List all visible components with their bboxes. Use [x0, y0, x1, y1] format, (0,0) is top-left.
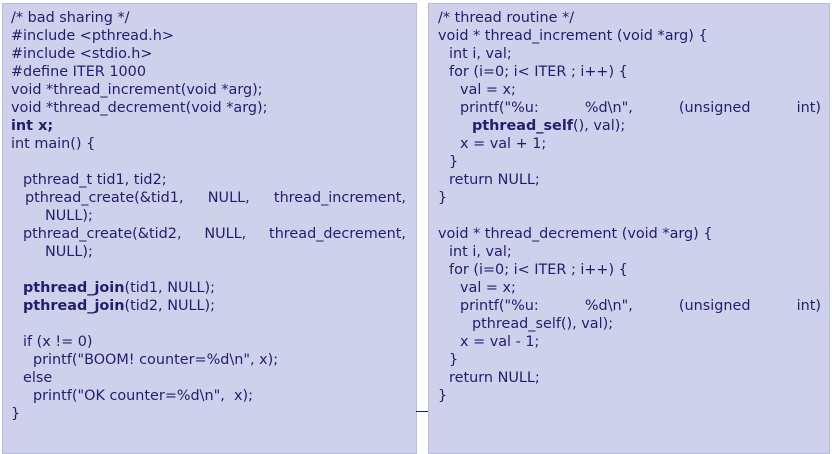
code-line: int i, val;: [449, 46, 512, 62]
code-line-printf: printf("%u: %d\n", (unsigned int): [460, 297, 821, 315]
code-line: #include <stdio.h>: [11, 46, 153, 62]
code-token: int): [796, 100, 821, 116]
code-token: int): [796, 298, 821, 314]
code-token: NULL,: [204, 226, 247, 242]
code-token-bold: pthread_join: [23, 298, 125, 314]
code-line: val = x;: [460, 82, 516, 98]
code-line: }: [438, 190, 448, 206]
code-token-bold: pthread_self: [472, 118, 574, 134]
code-line: }: [438, 388, 448, 404]
code-line: void *thread_decrement(void *arg);: [11, 100, 268, 116]
code-line-global-x: int x;: [11, 118, 54, 134]
code-token: (tid1, NULL);: [124, 280, 216, 296]
code-line: void * thread_decrement (void *arg) {: [438, 226, 713, 242]
code-line: /* bad sharing */: [11, 10, 130, 26]
code-token: %d\n",: [584, 298, 633, 314]
code-token: printf("%u:: [460, 298, 539, 314]
code-token: (unsigned: [678, 298, 751, 314]
code-token: pthread_create(&tid1,: [25, 190, 184, 206]
code-line: pthread_t tid1, tid2;: [23, 172, 167, 188]
connector-line: [416, 411, 428, 412]
code-line: pthread_self(), val);: [472, 316, 614, 332]
code-line: x = val + 1;: [460, 136, 547, 152]
code-token: %d\n",: [584, 100, 633, 116]
code-line: x = val - 1;: [460, 334, 540, 350]
code-token: thread_decrement,: [269, 226, 406, 242]
code-line: #include <pthread.h>: [11, 28, 174, 44]
code-line: for (i=0; i< ITER ; i++) {: [449, 64, 628, 80]
code-line: #define ITER 1000: [11, 64, 146, 80]
code-line-join-1: pthread_join(tid1, NULL);: [3, 279, 416, 297]
code-line: NULL);: [45, 244, 93, 260]
code-line: void *thread_increment(void *arg);: [11, 82, 263, 98]
code-token: thread_increment,: [273, 190, 406, 206]
code-line: printf("BOOM! counter=%d\n", x);: [33, 352, 279, 368]
code-panel-main: /* bad sharing */ #include <pthread.h> #…: [2, 3, 417, 454]
code-line: int main() {: [11, 136, 96, 152]
code-line: val = x;: [460, 280, 516, 296]
code-token-bold: pthread_join: [23, 280, 125, 296]
code-line-join-2: pthread_join(tid2, NULL);: [3, 297, 416, 315]
code-token: (), val);: [573, 118, 626, 134]
code-line: /* thread routine */: [438, 10, 575, 26]
code-line-create-1: pthread_create(&tid1, NULL, thread_incre…: [25, 189, 406, 207]
code-line: printf("OK counter=%d\n", x);: [33, 388, 253, 404]
code-line: }: [449, 154, 459, 170]
code-token: (unsigned: [678, 100, 751, 116]
code-line-self: pthread_self(), val);: [429, 117, 829, 135]
code-line: if (x != 0): [23, 334, 93, 350]
code-line: }: [11, 406, 21, 422]
code-token: pthread_create(&tid2,: [23, 226, 182, 242]
code-line-printf: printf("%u: %d\n", (unsigned int): [460, 99, 821, 117]
code-line-create-2: pthread_create(&tid2, NULL, thread_decre…: [23, 225, 406, 243]
code-line: for (i=0; i< ITER ; i++) {: [449, 262, 628, 278]
code-line: }: [449, 352, 459, 368]
code-panel-routines: /* thread routine */ void * thread_incre…: [428, 3, 830, 454]
code-token: NULL,: [207, 190, 250, 206]
code-line: return NULL;: [449, 172, 540, 188]
code-line: return NULL;: [449, 370, 540, 386]
code-token: (tid2, NULL);: [124, 298, 216, 314]
code-line: int i, val;: [449, 244, 512, 260]
code-token: printf("%u:: [460, 100, 539, 116]
code-line: NULL);: [45, 208, 93, 224]
code-line: else: [23, 370, 53, 386]
code-line: void * thread_increment (void *arg) {: [438, 28, 708, 44]
